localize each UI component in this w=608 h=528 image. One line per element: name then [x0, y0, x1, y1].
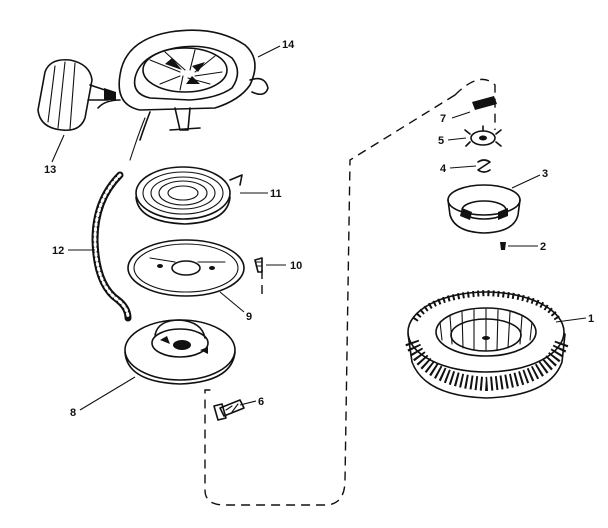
starter-rope-drawing: [91, 171, 132, 322]
callout-1: 1: [588, 313, 594, 325]
starter-cup-drawing: [447, 184, 521, 234]
callout-4: 4: [440, 163, 447, 175]
screw-10-drawing: [254, 257, 263, 273]
callout-7: 7: [440, 113, 446, 125]
callout-2: 2: [540, 241, 546, 253]
callout-14: 14: [282, 39, 295, 51]
assembly-dashed-line: [204, 78, 496, 506]
center-screw-drawing: [213, 399, 245, 421]
callout-10: 10: [290, 260, 302, 272]
spring-cover-plate-drawing: [127, 239, 245, 297]
screw-2-drawing: [500, 242, 506, 250]
spring-4-drawing: [477, 159, 491, 173]
dog-assembly-drawing: [464, 125, 502, 147]
callout-12: 12: [52, 245, 64, 257]
starter-housing-drawing: [97, 29, 269, 161]
callout-5: 5: [438, 135, 444, 147]
callout-11: 11: [270, 188, 282, 200]
callout-9: 9: [246, 311, 252, 323]
callout-3: 3: [542, 168, 548, 180]
flywheel-screen-drawing: [405, 289, 569, 399]
rope-pulley-drawing: [124, 319, 236, 385]
callout-13: 13: [44, 164, 56, 176]
callout-8: 8: [70, 407, 76, 419]
recoil-spring-drawing: [135, 166, 243, 225]
callout-6: 6: [258, 396, 264, 408]
leader-lines: [51, 45, 587, 411]
starter-handle-drawing: [37, 58, 116, 132]
retainer-7-drawing: [472, 96, 497, 110]
